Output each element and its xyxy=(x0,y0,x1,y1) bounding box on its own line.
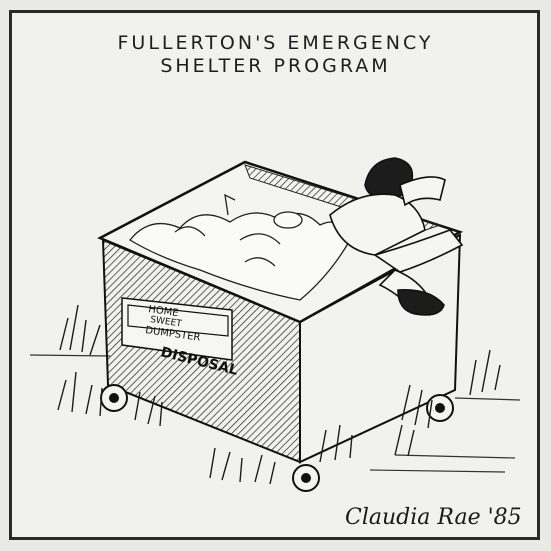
dumpster-sign: HOME SWEET DUMPSTER DISPOSAL xyxy=(121,297,240,379)
ground-lines xyxy=(29,354,521,473)
sign-line-sweet: SWEET xyxy=(150,315,183,329)
person-figure xyxy=(329,157,464,316)
sign-line-home: HOME xyxy=(148,304,180,319)
title-line-1: FULLERTON'S EMERGENCY xyxy=(117,32,434,54)
dumpster-wheels xyxy=(100,384,454,492)
artist-signature: Claudia Rae '85 xyxy=(345,505,522,530)
title-line-2: SHELTER PROGRAM xyxy=(160,55,391,77)
trash-pile xyxy=(129,193,351,301)
grass-tufts xyxy=(57,304,501,485)
cartoon-title: FULLERTON'S EMERGENCY SHELTER PROGRAM xyxy=(0,32,551,78)
